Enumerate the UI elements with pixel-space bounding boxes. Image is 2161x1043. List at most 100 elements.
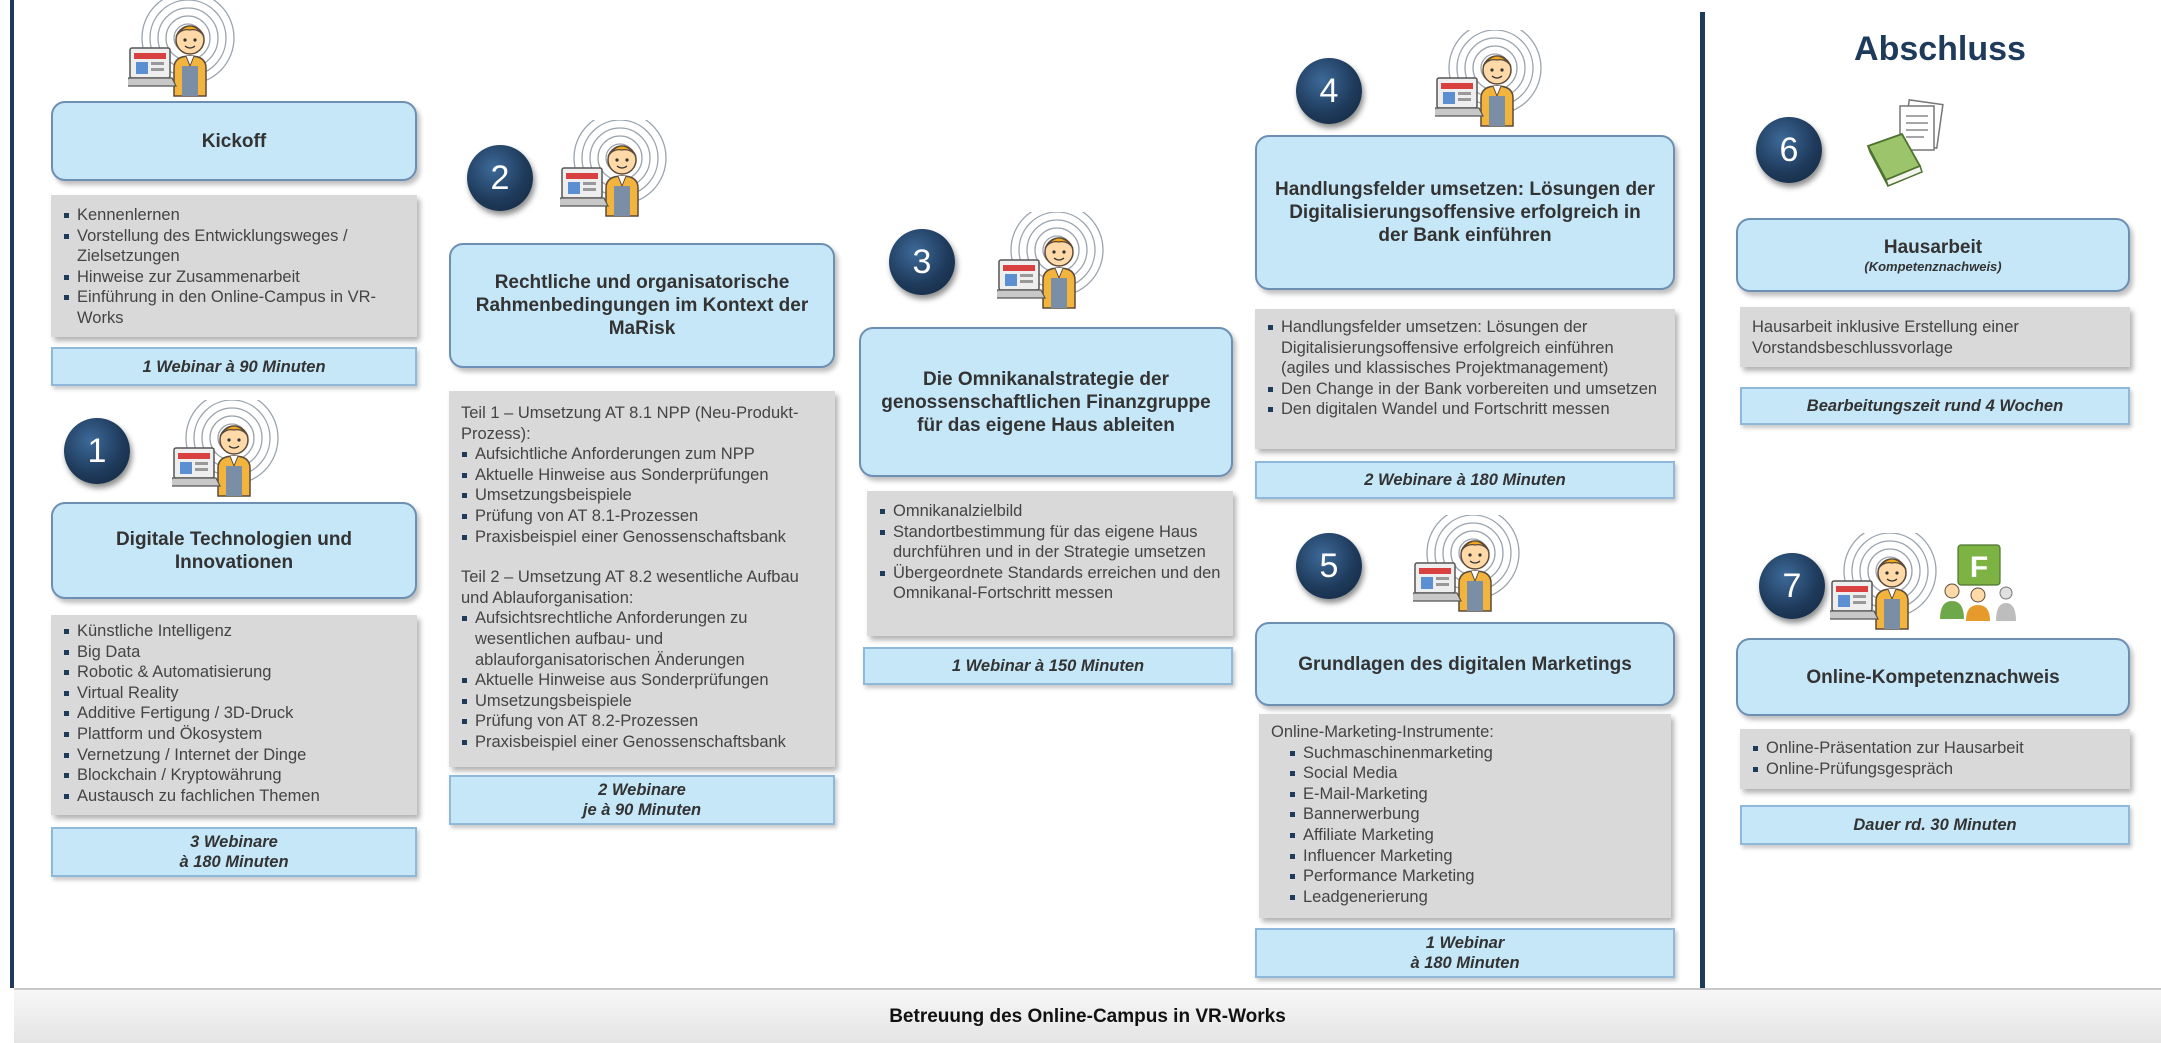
list-item: Standortbestimmung für das eigene Haus d… (879, 522, 1221, 563)
list-item: Aufsichtliche Anforderungen zum NPP (461, 444, 823, 465)
duration-text: 2 Webinare à 180 Minuten (1364, 471, 1566, 489)
module-6-content-box: Hausarbeit inklusive Erstellung einer Vo… (1740, 307, 2130, 367)
part-1-heading: Teil 1 – Umsetzung AT 8.1 NPP (Neu-Produ… (461, 404, 799, 443)
module-7-content-box: Online-Präsentation zur Hausarbeit Onlin… (1740, 729, 2130, 789)
module-2-number-badge: 2 (467, 145, 533, 211)
person-at-laptop-icon (1413, 515, 1520, 612)
module-6-title-box: Hausarbeit (Kompetenznachweis) (1736, 218, 2130, 292)
module-6-subtitle: (Kompetenznachweis) (1864, 258, 2002, 274)
module-6-number-badge: 6 (1756, 117, 1822, 183)
module-1-title-box: Digitale Technologien und Innovationen (51, 502, 417, 599)
duration-text: 3 Webinare (190, 833, 278, 851)
list-item: Online-Prüfungsgespräch (1752, 759, 2118, 780)
module-3-title: Die Omnikanalstrategie der genossenschaf… (881, 368, 1211, 436)
list-item: Praxisbeispiel einer Genossenschaftsbank (461, 732, 823, 753)
book-and-documents-icon (1866, 99, 1944, 187)
module-4-number-badge: 4 (1296, 58, 1362, 124)
person-at-laptop-icon (128, 0, 235, 97)
list-item: Hinweise zur Zusammenarbeit (63, 267, 405, 288)
list-item: Den Change in der Bank vorbereiten und u… (1267, 379, 1663, 400)
list-item: Influencer Marketing (1289, 846, 1659, 867)
module-1-content-box: Künstliche Intelligenz Big Data Robotic … (51, 615, 417, 815)
list-item: Plattform und Ökosystem (63, 724, 405, 745)
kickoff-duration-box: 1 Webinar à 90 Minuten (51, 347, 417, 386)
module-3-content-box: Omnikanalzielbild Standortbestimmung für… (867, 491, 1233, 636)
list-item: Vernetzung / Internet der Dinge (63, 745, 405, 766)
list-item: Handlungsfelder umsetzen: Lösungen der D… (1267, 317, 1663, 379)
list-item: Omnikanalzielbild (879, 501, 1221, 522)
list-item: Kennenlernen (63, 205, 405, 226)
footer-banner: Betreuung des Online-Campus in VR-Works (14, 988, 2161, 1043)
module-4-title: Handlungsfelder umsetzen: Lösungen der D… (1274, 179, 1656, 246)
module-5-content-box: Online-Marketing-Instrumente: Suchmaschi… (1259, 714, 1671, 918)
list-item: Prüfung von AT 8.2-Prozessen (461, 711, 823, 732)
list-item: Additive Fertigung / 3D-Druck (63, 703, 405, 724)
module-5-duration-box: 1 Webinar à 180 Minuten (1255, 928, 1675, 978)
module-4-content-box: Handlungsfelder umsetzen: Lösungen der D… (1255, 309, 1675, 449)
left-border-line (10, 0, 14, 988)
module-6-duration-box: Bearbeitungszeit rund 4 Wochen (1740, 387, 2130, 425)
module-6-title: Hausarbeit (1883, 236, 1983, 258)
person-at-laptop-icon (560, 120, 667, 217)
duration-text: à 180 Minuten (179, 853, 289, 871)
duration-text: 1 Webinar à 150 Minuten (951, 657, 1145, 675)
person-at-laptop-icon (1435, 30, 1542, 127)
module-4-duration-box: 2 Webinare à 180 Minuten (1255, 461, 1675, 499)
module-5-title: Grundlagen des digitalen Marketings (1298, 653, 1632, 675)
duration-text: à 180 Minuten (1410, 954, 1520, 972)
list-item: Umsetzungsbeispiele (461, 485, 823, 506)
duration-text: je à 90 Minuten (582, 801, 702, 819)
module-7-number-badge: 7 (1759, 553, 1825, 619)
module-7-title: Online-Kompetenznachweis (1806, 666, 2060, 688)
list-item: Leadgenerierung (1289, 887, 1659, 908)
list-item: Umsetzungsbeispiele (461, 691, 823, 712)
list-item: Aktuelle Hinweise aus Sonderprüfungen (461, 670, 823, 691)
module-5-number-badge: 5 (1296, 533, 1362, 599)
list-item: Robotic & Automatisierung (63, 662, 405, 683)
module-4-title-box: Handlungsfelder umsetzen: Lösungen der D… (1255, 135, 1675, 290)
module-3-number-badge: 3 (889, 229, 955, 295)
list-item: Performance Marketing (1289, 866, 1659, 887)
list-item: Virtual Reality (63, 683, 405, 704)
module-3-duration-box: 1 Webinar à 150 Minuten (863, 647, 1233, 685)
module-6-text: Hausarbeit inklusive Erstellung einer Vo… (1752, 318, 2019, 357)
list-item: Vorstellung des Entwicklungsweges / Ziel… (63, 226, 405, 267)
part-2-heading: Teil 2 – Umsetzung AT 8.2 wesentliche Au… (461, 568, 799, 607)
footer-text: Betreuung des Online-Campus in VR-Works (889, 1005, 1286, 1027)
abschluss-divider-line (1700, 12, 1705, 988)
list-item: Prüfung von AT 8.1-Prozessen (461, 506, 823, 527)
list-item: Affiliate Marketing (1289, 825, 1659, 846)
list-item: Den digitalen Wandel und Fortschritt mes… (1267, 399, 1663, 420)
list-item: Austausch zu fachlichen Themen (63, 786, 405, 807)
list-item: Bannerwerbung (1289, 804, 1659, 825)
list-item: Suchmaschinenmarketing (1289, 743, 1659, 764)
module-2-title: Rechtliche und organisatorische Rahmenbe… (475, 272, 809, 339)
duration-text: 2 Webinare (598, 781, 686, 799)
module-3-title-box: Die Omnikanalstrategie der genossenschaf… (859, 327, 1233, 477)
list-item: Einführung in den Online-Campus in VR-Wo… (63, 287, 405, 328)
module-1-duration-box: 3 Webinare à 180 Minuten (51, 827, 417, 877)
person-at-laptop-icon (1830, 533, 1937, 630)
abschluss-heading: Abschluss (1854, 30, 2026, 68)
list-item: Aufsichtsrechtliche Anforderungen zu wes… (461, 608, 823, 670)
module-1-title: Digitale Technologien und Innovationen (115, 528, 353, 573)
duration-text: Dauer rd. 30 Minuten (1853, 816, 2017, 834)
list-item: Big Data (63, 642, 405, 663)
module-7-duration-box: Dauer rd. 30 Minuten (1740, 805, 2130, 845)
list-item: Online-Präsentation zur Hausarbeit (1752, 738, 2118, 759)
person-at-laptop-icon (172, 400, 279, 497)
module-1-number-badge: 1 (64, 418, 130, 484)
module-7-title-box: Online-Kompetenznachweis (1736, 638, 2130, 716)
list-item: Blockchain / Kryptowährung (63, 765, 405, 786)
list-item: Übergeordnete Standards erreichen und de… (879, 563, 1221, 604)
list-item: E-Mail-Marketing (1289, 784, 1659, 805)
module-2-title-box: Rechtliche und organisatorische Rahmenbe… (449, 243, 835, 368)
svg-text:F: F (1970, 551, 1988, 584)
module-5-intro: Online-Marketing-Instrumente: (1271, 723, 1494, 741)
kickoff-content-box: Kennenlernen Vorstellung des Entwicklung… (51, 195, 417, 337)
module-2-content-box: Teil 1 – Umsetzung AT 8.1 NPP (Neu-Produ… (449, 391, 835, 767)
list-item: Aktuelle Hinweise aus Sonderprüfungen (461, 465, 823, 486)
list-item: Social Media (1289, 763, 1659, 784)
duration-text: Bearbeitungszeit rund 4 Wochen (1806, 397, 2064, 415)
duration-text: 1 Webinar (1425, 934, 1505, 952)
